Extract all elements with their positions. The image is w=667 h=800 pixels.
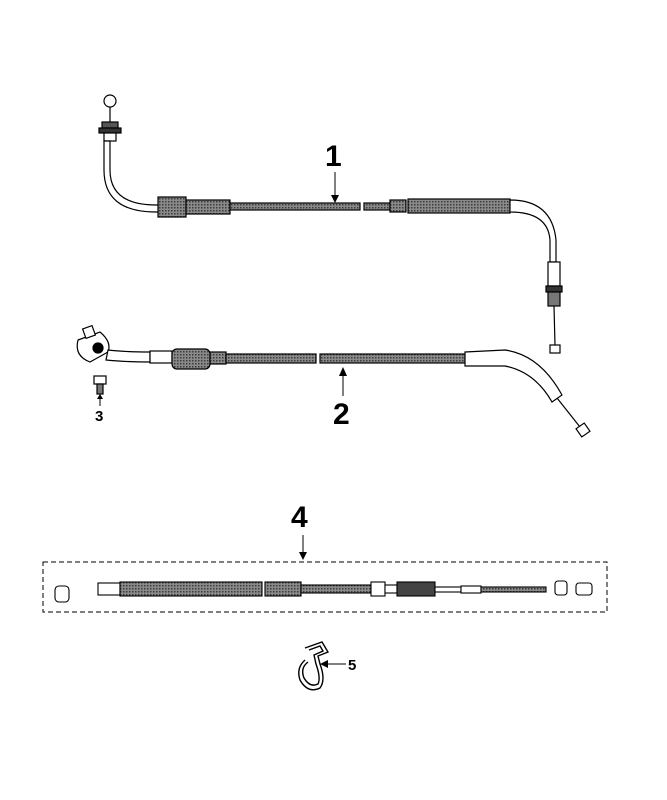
svg-text:5: 5	[348, 657, 356, 674]
part-4-kit-box	[42, 561, 608, 613]
part-1-cable	[98, 94, 563, 354]
svg-text:4: 4	[291, 501, 308, 534]
svg-text:1: 1	[325, 140, 342, 173]
part-4-cable	[54, 580, 593, 603]
svg-text:2: 2	[333, 398, 350, 431]
callout-1: 1	[325, 140, 342, 203]
part-5-clip	[298, 641, 330, 691]
callout-5: 5	[320, 657, 356, 674]
callout-4: 4	[291, 501, 308, 560]
part-2-cable	[76, 324, 591, 438]
callout-2: 2	[333, 367, 350, 431]
svg-text:3: 3	[95, 408, 103, 425]
callout-3: 3	[95, 394, 103, 425]
part-3-bolt	[93, 375, 107, 395]
